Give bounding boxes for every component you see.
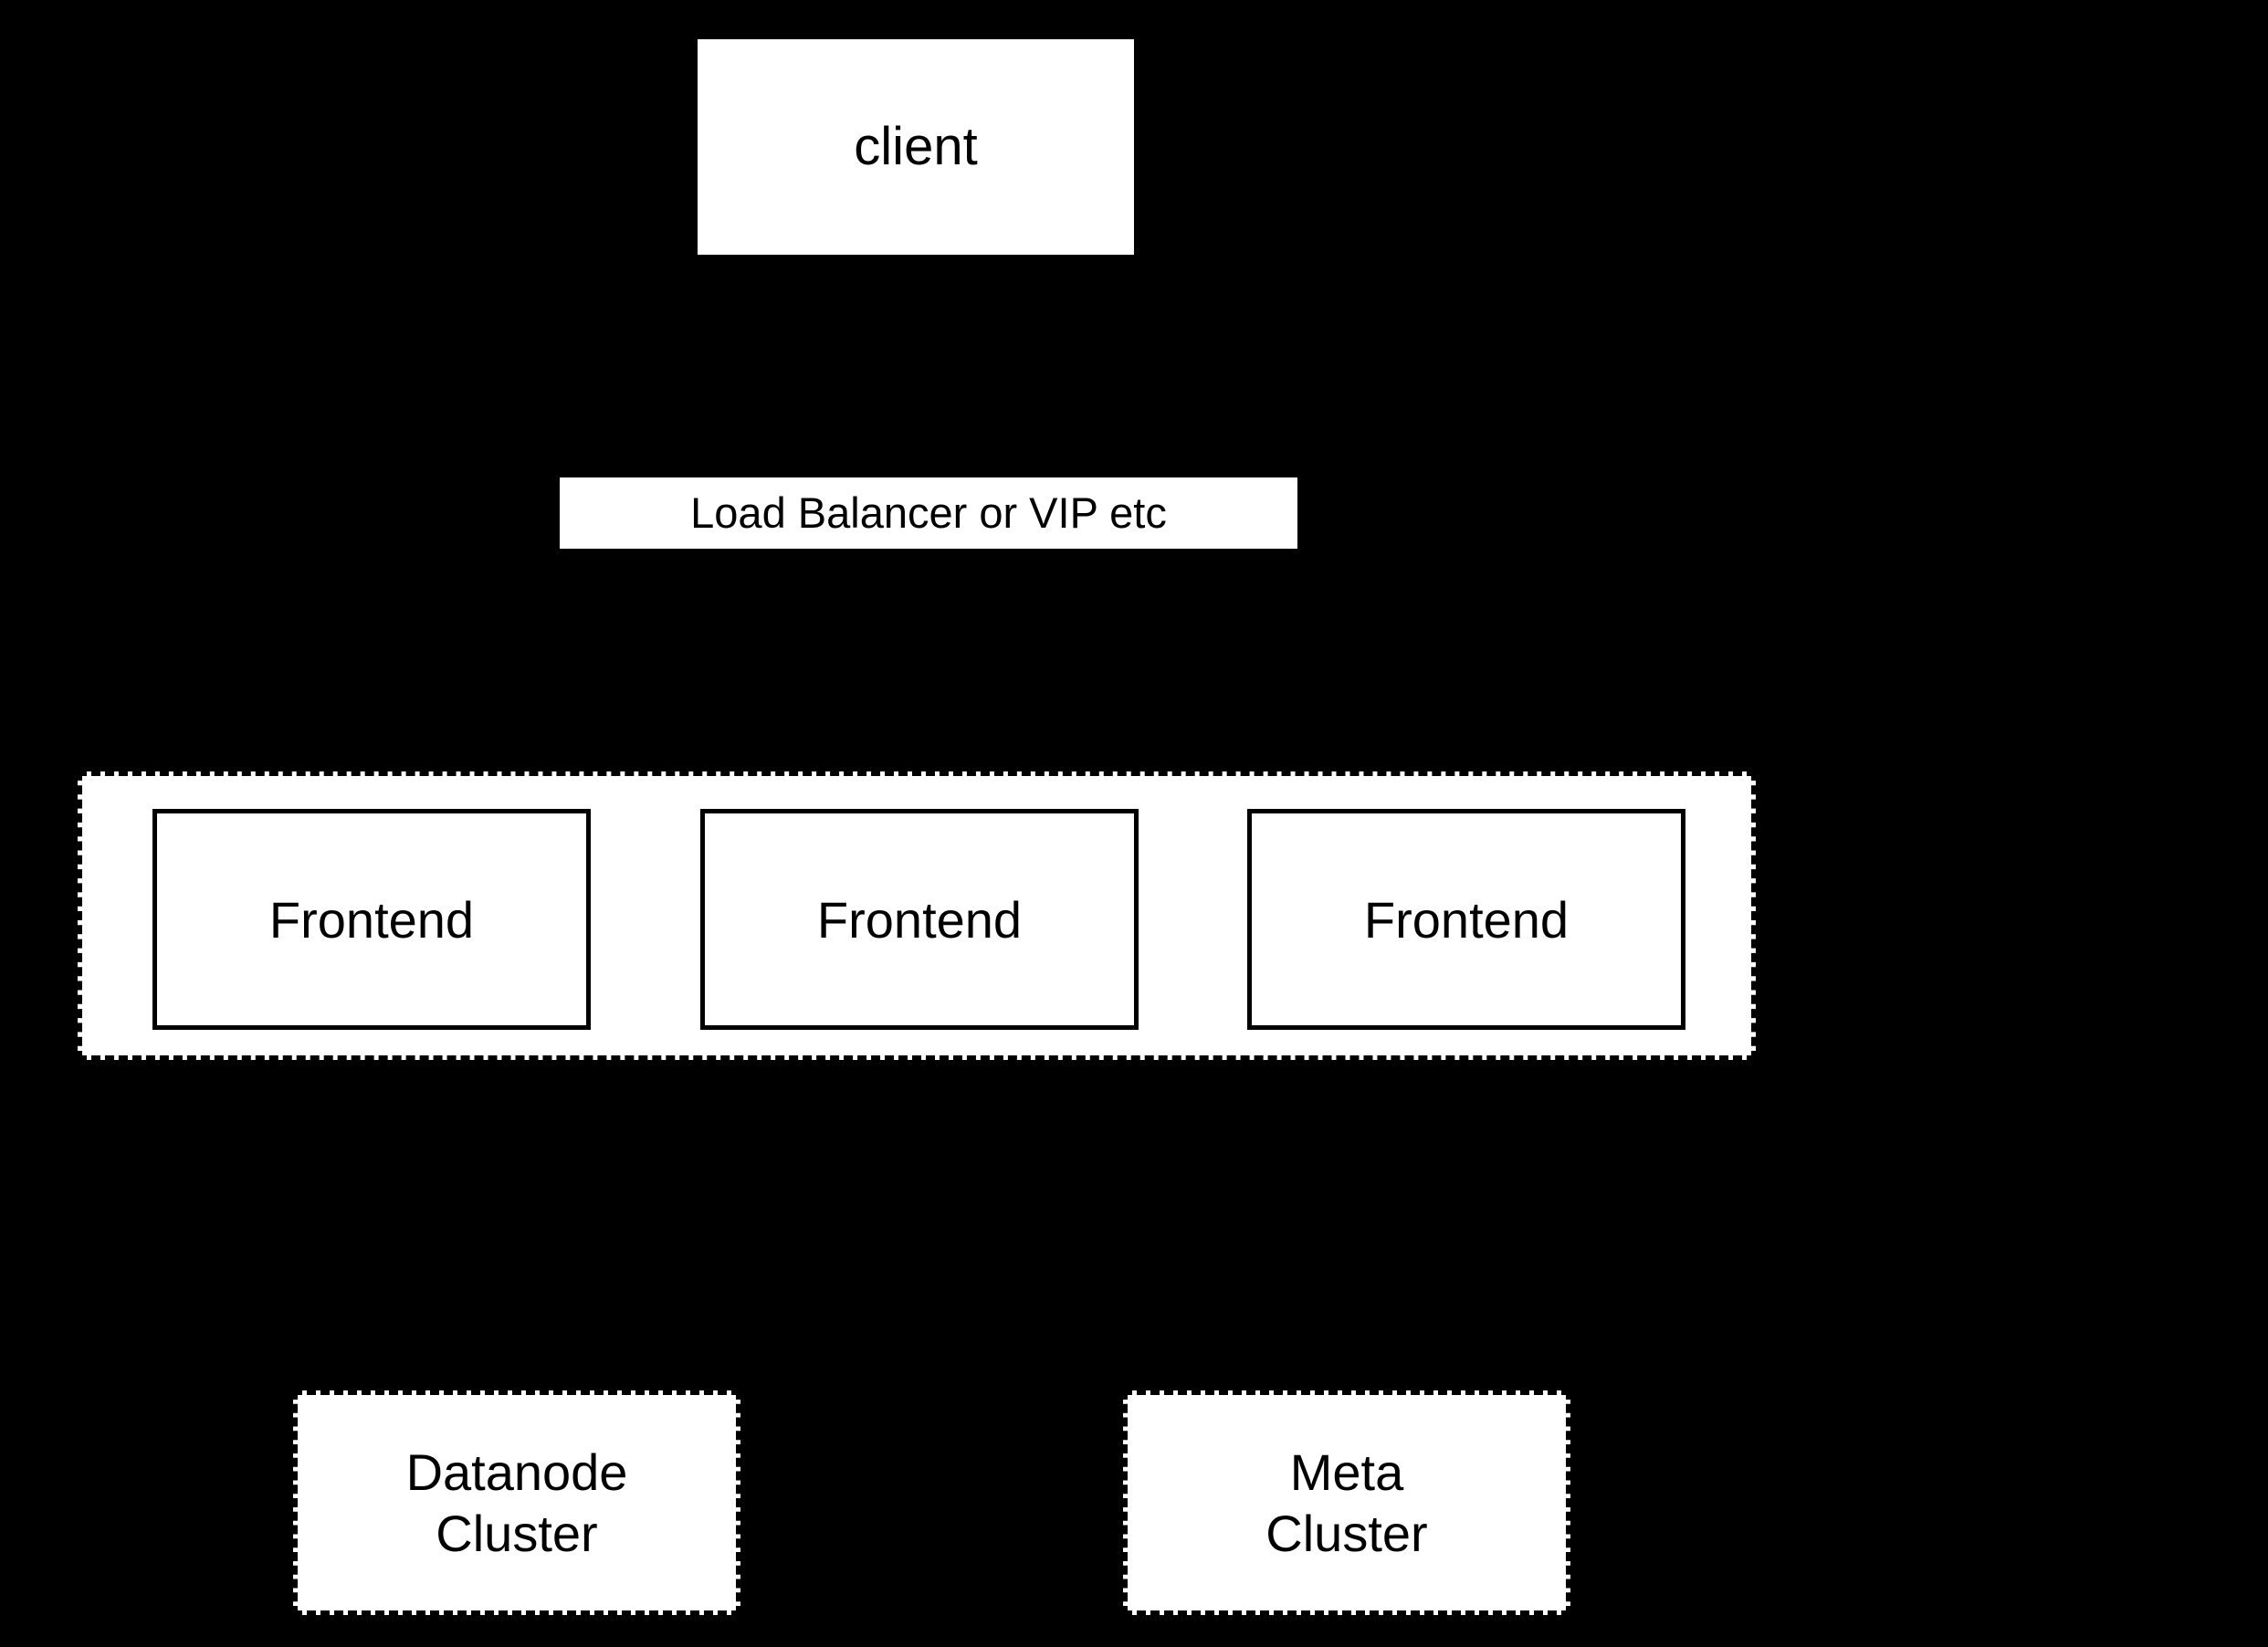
load-balancer-node[interactable]: Load Balancer or VIP etc (560, 477, 1297, 549)
load-balancer-node-label: Load Balancer or VIP etc (690, 488, 1167, 538)
datanode-cluster-node[interactable]: Datanode Cluster (293, 1390, 740, 1615)
datanode-cluster-node-label: Datanode Cluster (405, 1442, 628, 1562)
client-node-label: client (854, 116, 978, 176)
frontend-node-1[interactable]: Frontend (152, 809, 591, 1030)
frontend-node-3-label: Frontend (1363, 890, 1570, 949)
frontend-node-3[interactable]: Frontend (1247, 809, 1685, 1030)
client-node[interactable]: client (698, 39, 1134, 255)
frontend-node-1-label: Frontend (268, 890, 475, 949)
frontend-cluster-group[interactable]: Frontend Frontend Frontend (78, 771, 1756, 1060)
frontend-node-2[interactable]: Frontend (700, 809, 1139, 1030)
meta-cluster-node[interactable]: Meta Cluster (1123, 1390, 1570, 1615)
frontend-node-2-label: Frontend (816, 890, 1023, 949)
meta-cluster-node-label: Meta Cluster (1265, 1442, 1428, 1562)
